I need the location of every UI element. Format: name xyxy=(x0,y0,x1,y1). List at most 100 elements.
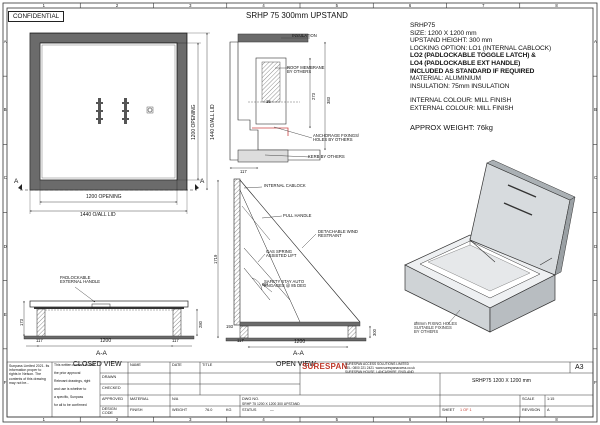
kerb-label: KERB BY OTHERS xyxy=(308,154,345,159)
internal-cablock-label: INTERNAL CABLOCK xyxy=(264,183,306,188)
tb-sheet-label: SHEET xyxy=(442,408,455,412)
detail-dim-15: 15 xyxy=(266,99,271,104)
tb-kg-label: KG xyxy=(226,408,232,412)
closed-dim-1200: 1200 xyxy=(100,338,112,344)
padlock-handle-label: PADLOCKABLE EXTERNAL HANDLE xyxy=(60,275,101,285)
tb-finish-label: FINISH xyxy=(130,408,143,412)
spec-line: LO2 (PADLOCKABLE TOGGLE LATCH) & xyxy=(410,52,536,60)
grid-col-label: 8 xyxy=(555,2,558,8)
anchorage-label: ANCHORAGE FIXINGS/ HOLES BY OTHERS xyxy=(313,133,360,143)
grid-col-label: 7 xyxy=(482,2,485,8)
title-block-lines xyxy=(6,361,594,418)
tb-note: the prior approval xyxy=(54,371,81,375)
tb-dwg-no-label: DWG NO. xyxy=(242,397,260,401)
open-dim-300: 300 xyxy=(372,329,377,336)
tb-note: and use is whether to xyxy=(54,387,87,391)
tb-name-col: NAME xyxy=(130,363,141,367)
grid-col-label: 8 xyxy=(555,417,558,422)
wind-restraint-label: DETACHABLE WIND RESTRAINT xyxy=(318,229,358,239)
grid-col-label: 5 xyxy=(335,417,338,422)
plan-opening-h: 1200 OPENING xyxy=(86,194,122,200)
tb-note: This written consent to also xyxy=(54,363,96,367)
section-marker-right: A xyxy=(200,178,205,185)
detail-dim-383: 383 xyxy=(326,97,331,104)
grid-col-label: 4 xyxy=(262,417,265,422)
open-dim-117: 117 xyxy=(237,338,244,343)
closed-view-label: CLOSED VIEW xyxy=(73,361,122,368)
external-colour: EXTERNAL COLOUR: MILL FINISH xyxy=(410,105,514,112)
tb-revision-value: A xyxy=(547,408,550,412)
open-section-label: A-A xyxy=(293,350,304,357)
grid-row-label: F xyxy=(3,379,7,385)
grid-row-label: F xyxy=(594,379,597,385)
fixing-holes-note: Ø8mm FIXING HOLES SUITABLE FIXINGS BY OT… xyxy=(414,321,458,335)
confidential-label: CONFIDENTIAL xyxy=(8,11,65,22)
plan-opening-v: 1200 OPENING xyxy=(191,104,197,140)
open-dim-193: 193 xyxy=(226,324,233,329)
tb-row-checked: CHECKED xyxy=(102,386,121,390)
internal-colour: INTERNAL COLOUR: MILL FINISH xyxy=(410,97,512,104)
detail-dim-273: 273 xyxy=(311,93,316,100)
grid-col-label: 7 xyxy=(482,417,485,422)
tb-row-drawn: DRAWN xyxy=(102,375,117,379)
drawing-title: SRHP 75 300mm UPSTAND xyxy=(246,11,348,20)
grid-row-label: E xyxy=(3,311,7,317)
plan-view xyxy=(18,32,210,214)
section-marker-left: A xyxy=(14,178,19,185)
closed-dim-117-right: 117 xyxy=(172,338,179,343)
tb-note: a specific, Sunpass xyxy=(54,395,84,399)
grid-row-label: B xyxy=(594,107,597,113)
spec-line: SIZE: 1200 X 1200 mm xyxy=(410,29,477,37)
closed-view-drawing xyxy=(23,286,198,347)
spec-line: INCLUDED AS STANDARD IF REQUIRED xyxy=(410,67,535,75)
safety-stay-label: SAFETY STAY AUTO ENGAGES @ 85 DEG xyxy=(264,279,307,289)
grid-col-label: 5 xyxy=(335,2,338,8)
tb-design-label: DESIGN CODE xyxy=(102,407,117,415)
open-view-drawing xyxy=(217,178,371,348)
grid-row-label: B xyxy=(3,107,7,113)
tb-dwg-no-value: SRHP 75 1200 X 1200 300 UPSTAND xyxy=(242,402,300,406)
open-dim-85: 85° xyxy=(262,282,269,287)
tb-status-label: STATUS xyxy=(242,408,257,412)
plan-overall-h: 1440 O/ALL LID xyxy=(80,212,116,218)
detail-dim-117: 117 xyxy=(240,169,247,174)
grid-col-label: 3 xyxy=(189,417,192,422)
grid-col-label: 1 xyxy=(42,417,45,422)
closed-dim-173: 173 xyxy=(19,319,24,326)
grid-col-label: 1 xyxy=(42,2,45,8)
spec-line: LO4 (PADLOCKABLE EXT HANDLE) xyxy=(410,60,521,67)
closed-dim-280: 280 xyxy=(198,321,203,328)
open-dim-1719: 1719 xyxy=(213,254,218,264)
spec-line: LOCKING OPTION: LO1 (INTERNAL CABLOCK) xyxy=(410,44,552,52)
closed-dim-117-left: 117 xyxy=(36,338,43,343)
grid-col-label: 6 xyxy=(408,417,412,422)
grid-row-label: A xyxy=(3,39,7,45)
spec-line: SRHP75 xyxy=(410,22,436,29)
grid-col-label: 6 xyxy=(408,2,412,8)
grid-row-label: A xyxy=(594,39,597,45)
grid-row-label: D xyxy=(594,243,598,249)
spec-line: INSULATION: 75mm INSULATION xyxy=(410,82,510,90)
tb-scale-value: 1:15 xyxy=(547,397,555,401)
spec-line: UPSTAND HEIGHT: 300 mm xyxy=(410,37,493,45)
tb-copyright: Sunpass Limited 2021. Its information pr… xyxy=(9,364,50,385)
open-view-label: OPEN VIEW xyxy=(276,361,316,368)
tb-drawing-title: SRHP75 1200 X 1200 mm xyxy=(472,378,531,384)
roof-membrane-label: ROOF MEMBRANE BY OTHERS xyxy=(287,65,325,75)
tb-status-value: — xyxy=(270,408,274,412)
grid-col-label: 2 xyxy=(115,2,119,8)
closed-section-label: A-A xyxy=(96,350,107,357)
grid-col-label: 3 xyxy=(189,2,192,8)
tb-address: SURESPAN ACCESS SOLUTIONS LIMITED TEL: 0… xyxy=(345,362,415,374)
tb-revision-label: REVISION xyxy=(522,408,541,412)
isometric-view xyxy=(404,159,576,333)
grid-col-label: 4 xyxy=(262,2,265,8)
tb-note: for all to be confirmed xyxy=(54,403,87,407)
grid-row-label: D xyxy=(3,243,7,249)
tb-weight-label: WEIGHT xyxy=(172,408,188,412)
tb-row-approved: APPROVED xyxy=(102,397,124,401)
tb-weight-value: 76.0 xyxy=(205,408,213,412)
tb-scale-label: SCALE xyxy=(522,397,535,401)
